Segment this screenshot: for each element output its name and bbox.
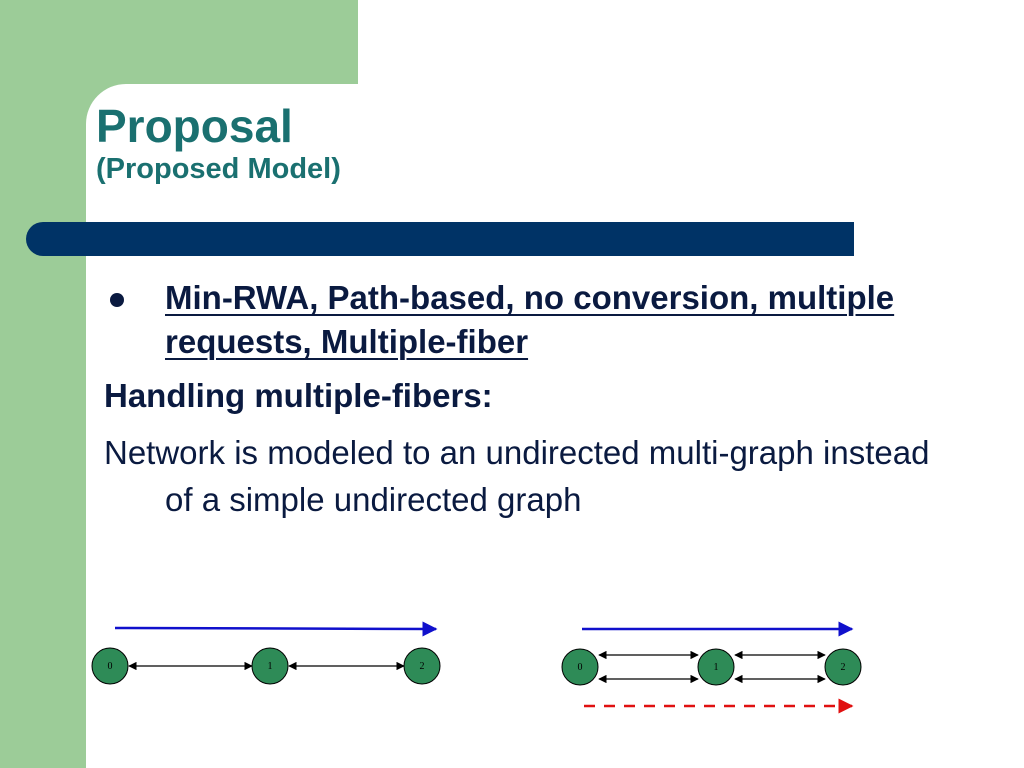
slide-title: Proposal bbox=[96, 100, 293, 152]
lightpath-arrow bbox=[114, 621, 438, 637]
svg-text:2: 2 bbox=[841, 662, 846, 673]
node-0: 0 bbox=[561, 648, 599, 686]
node-1: 1 bbox=[251, 647, 289, 685]
bullet-item: Min-RWA, Path-based, no conversion, mult… bbox=[104, 276, 964, 364]
bullet-dot-icon bbox=[110, 293, 124, 307]
node-0: 0 bbox=[91, 647, 129, 685]
svg-text:0: 0 bbox=[578, 662, 583, 673]
node-2: 2 bbox=[824, 648, 862, 686]
node-1: 1 bbox=[697, 648, 735, 686]
content-panel bbox=[86, 84, 1024, 768]
simple-graph-diagram: 0 1 2 bbox=[91, 621, 441, 685]
svg-text:0: 0 bbox=[108, 661, 113, 672]
svg-text:1: 1 bbox=[714, 662, 719, 673]
accent-bar bbox=[26, 222, 854, 256]
slide-subtitle: (Proposed Model) bbox=[96, 153, 341, 185]
node-2: 2 bbox=[403, 647, 441, 685]
body-text: Min-RWA, Path-based, no conversion, mult… bbox=[104, 276, 964, 523]
title-block: Proposal (Proposed Model) bbox=[96, 100, 341, 186]
body-paragraph: Network is modeled to an undirected mult… bbox=[104, 434, 930, 518]
body-heading: Handling multiple-fibers: bbox=[104, 377, 493, 414]
bullet-text: Min-RWA, Path-based, no conversion, mult… bbox=[165, 279, 895, 360]
svg-text:1: 1 bbox=[268, 661, 273, 672]
multigraph-diagram: 0 1 2 bbox=[561, 621, 862, 714]
svg-text:2: 2 bbox=[420, 661, 425, 672]
